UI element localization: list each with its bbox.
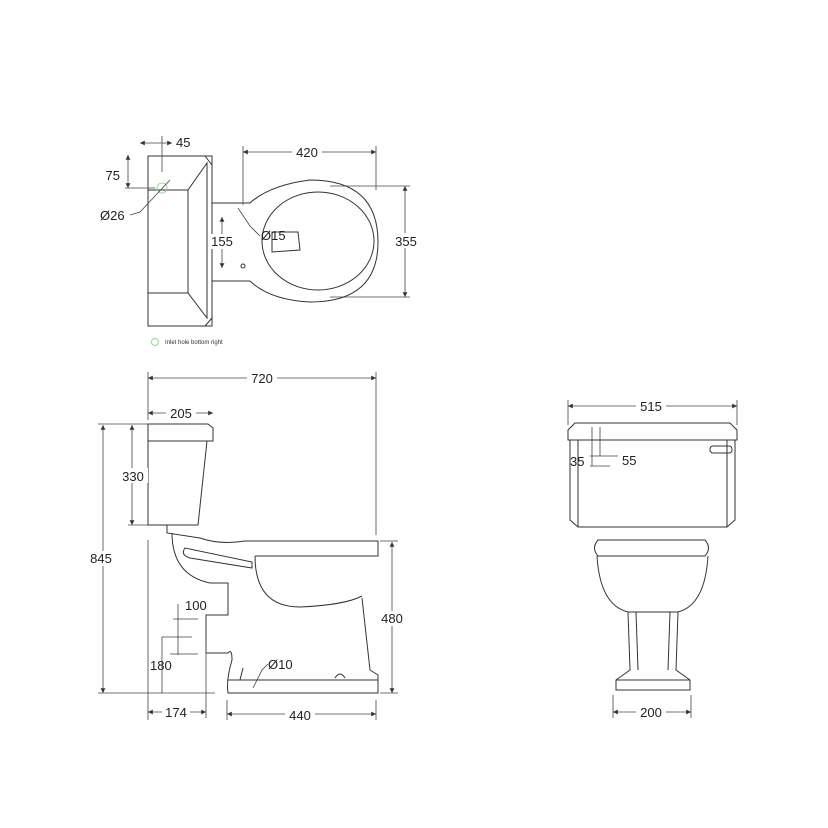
top-view: 45 75 Ø26 420 355 155 Ø15 Inlet hole <box>100 135 420 346</box>
dim-base-length: 440 <box>289 708 311 723</box>
cistern-side <box>147 423 214 526</box>
dim-lever-offset-b: 55 <box>622 453 636 468</box>
flush-lever <box>709 445 733 454</box>
dimensions-top: 45 75 Ø26 420 355 155 Ø15 <box>100 135 420 298</box>
dim-base-width: 200 <box>640 705 662 720</box>
pan-plan <box>212 179 379 303</box>
dim-cistern-width: 515 <box>640 399 662 414</box>
dim-cistern-offset: 45 <box>176 135 190 150</box>
dim-outlet-setback: 174 <box>165 705 187 720</box>
dim-pan-length: 420 <box>296 145 318 160</box>
dim-pan-width: 355 <box>395 234 417 249</box>
dim-fixing-spacing: 155 <box>211 234 233 249</box>
dim-cistern-height: 330 <box>122 469 144 484</box>
dimensions-front: 515 35 55 200 <box>567 398 738 720</box>
legend-text: Inlet hole bottom right <box>165 340 223 346</box>
dim-overall-height: 845 <box>90 551 112 566</box>
cistern-front <box>567 422 738 528</box>
front-view: 515 35 55 200 <box>567 398 738 720</box>
dim-inlet-diameter: Ø26 <box>100 208 125 223</box>
side-view: 720 205 330 845 480 100 180 174 <box>86 370 407 723</box>
dim-lever-offset-a: 35 <box>570 454 584 469</box>
dim-cistern-depth: 205 <box>170 406 192 421</box>
pan-front <box>594 539 709 691</box>
legend-marker <box>151 338 159 346</box>
cistern-plan <box>147 155 213 327</box>
dim-fixing-diameter: Ø15 <box>261 228 286 243</box>
dim-overall-depth: 720 <box>251 371 273 386</box>
dim-inlet-height: 75 <box>106 168 120 183</box>
dim-outlet-height: 180 <box>150 658 172 673</box>
dim-pan-height: 480 <box>381 611 403 626</box>
dimensions-side: 720 205 330 845 480 100 180 174 <box>86 370 407 723</box>
dim-outlet-size: 100 <box>185 598 207 613</box>
pan-side <box>166 525 379 694</box>
legend: Inlet hole bottom right <box>151 338 223 346</box>
dim-floor-fixing-diameter: Ø10 <box>268 657 293 672</box>
